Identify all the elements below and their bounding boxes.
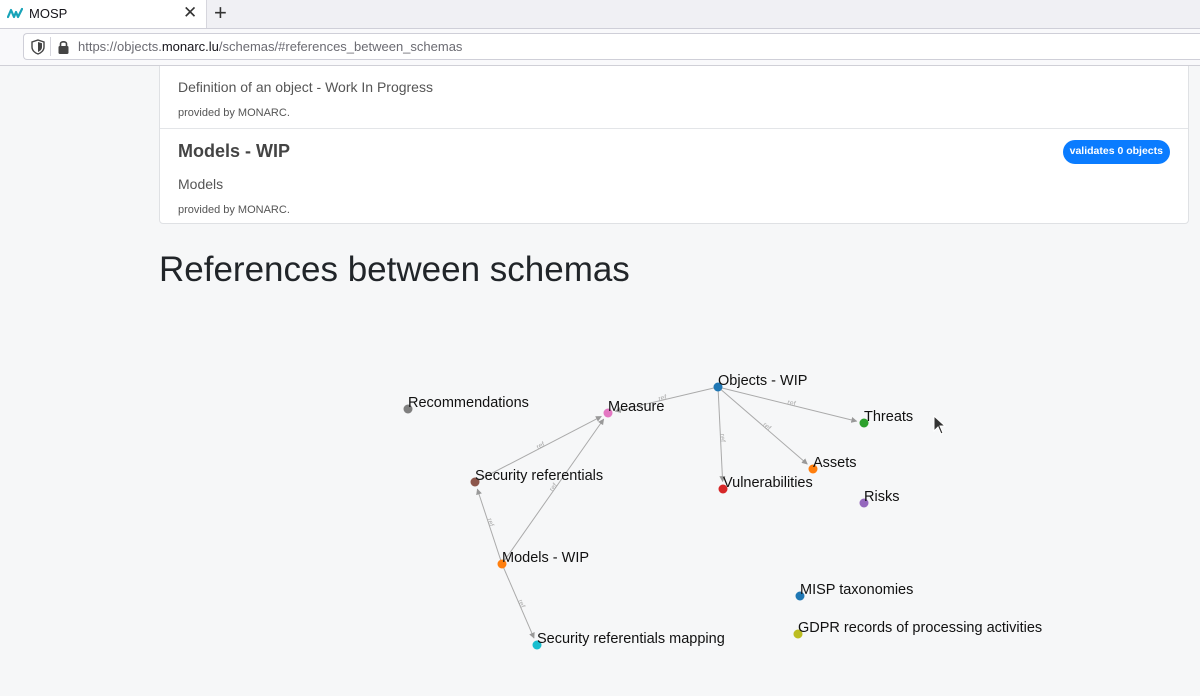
edge-label: ref bbox=[536, 441, 547, 451]
node-measure[interactable] bbox=[603, 408, 613, 418]
url-domain: monarc.lu bbox=[161, 39, 219, 54]
node-label-security_referentials: Security referentials bbox=[475, 468, 603, 484]
edge-objects-assets bbox=[717, 386, 808, 465]
edge-models-measure bbox=[501, 418, 605, 565]
node-label-objects: Objects - WIP bbox=[718, 373, 807, 389]
shield-icon[interactable] bbox=[31, 39, 45, 55]
url-path: /schemas/#references_between_schemas bbox=[218, 39, 463, 54]
edge-label: ref bbox=[516, 599, 526, 609]
new-tab-button[interactable]: + bbox=[214, 0, 227, 25]
node-objects[interactable] bbox=[713, 382, 723, 392]
node-label-vulnerabilities: Vulnerabilities bbox=[723, 475, 813, 491]
edge-models-security_referentials bbox=[476, 488, 503, 565]
node-label-threats: Threats bbox=[864, 409, 913, 425]
edge-objects-threats bbox=[717, 386, 858, 423]
node-gdpr[interactable] bbox=[793, 629, 803, 639]
node-misp_taxonomies[interactable] bbox=[795, 591, 805, 601]
node-label-models: Models - WIP bbox=[502, 550, 589, 566]
tab-title: MOSP bbox=[29, 6, 68, 21]
section-title: References between schemas bbox=[159, 250, 630, 289]
node-threats[interactable] bbox=[859, 418, 869, 428]
edge-objects-vulnerabilities bbox=[717, 386, 726, 483]
node-label-risks: Risks bbox=[864, 489, 899, 505]
node-security_referentials_mapping[interactable] bbox=[532, 640, 542, 650]
schema-provider: provided by MONARC. bbox=[178, 107, 290, 119]
edge-label: ref bbox=[761, 422, 772, 433]
mosp-logo-icon bbox=[7, 7, 23, 19]
node-assets[interactable] bbox=[808, 464, 818, 474]
node-label-security_referentials_mapping: Security referentials mapping bbox=[537, 631, 725, 647]
node-label-measure: Measure bbox=[608, 399, 664, 415]
url-text[interactable]: https://objects.monarc.lu/schemas/#refer… bbox=[78, 39, 462, 54]
edge-label: ref bbox=[787, 399, 797, 408]
node-label-misp_taxonomies: MISP taxonomies bbox=[800, 582, 913, 598]
edge-label: ref bbox=[549, 482, 559, 493]
edge-objects-measure bbox=[614, 386, 719, 413]
edge-label: ref bbox=[485, 518, 494, 528]
navigation-bar: https://objects.monarc.lu/schemas/#refer… bbox=[0, 29, 1200, 66]
node-recommendations[interactable] bbox=[403, 404, 413, 414]
schema-title[interactable]: Models - WIP bbox=[178, 141, 290, 161]
page-content: Definition of an object - Work In Progre… bbox=[0, 66, 1200, 696]
lock-icon[interactable] bbox=[57, 39, 70, 55]
tab-bar: MOSP ✕ + bbox=[0, 0, 1200, 29]
edge-models-security_referentials_mapping bbox=[501, 563, 535, 639]
mouse-cursor-icon bbox=[933, 415, 947, 435]
validation-badge: validates 0 objects bbox=[1062, 140, 1170, 164]
node-risks[interactable] bbox=[859, 498, 869, 508]
schema-item[interactable]: Definition of an object - Work In Progre… bbox=[160, 66, 1188, 129]
edge-label: ref bbox=[718, 434, 725, 443]
schema-provider: provided by MONARC. bbox=[178, 204, 290, 216]
schema-list: Definition of an object - Work In Progre… bbox=[159, 66, 1189, 224]
schema-reference-graph[interactable]: ref ref ref ref ref ref ref ref Objects - WIP Th… bbox=[0, 66, 1200, 696]
edge-security_referentials-measure bbox=[474, 416, 602, 483]
node-label-assets: Assets bbox=[813, 455, 857, 471]
url-bar[interactable]: https://objects.monarc.lu/schemas/#refer… bbox=[23, 33, 1200, 60]
edge-label: ref bbox=[658, 394, 668, 403]
url-prefix: https://objects. bbox=[78, 39, 162, 54]
browser-tab[interactable]: MOSP ✕ bbox=[0, 0, 207, 28]
close-tab-icon[interactable]: ✕ bbox=[183, 3, 198, 22]
node-models[interactable] bbox=[497, 559, 507, 569]
node-label-gdpr: GDPR records of processing activities bbox=[798, 620, 1042, 636]
schema-item[interactable]: Models - WIP Models provided by MONARC. … bbox=[160, 129, 1188, 223]
url-separator bbox=[50, 37, 51, 56]
node-security_referentials[interactable] bbox=[470, 477, 480, 487]
node-label-recommendations: Recommendations bbox=[408, 395, 529, 411]
schema-description: Definition of an object - Work In Progre… bbox=[178, 79, 433, 95]
schema-description: Models bbox=[178, 176, 224, 192]
node-vulnerabilities[interactable] bbox=[718, 484, 728, 494]
